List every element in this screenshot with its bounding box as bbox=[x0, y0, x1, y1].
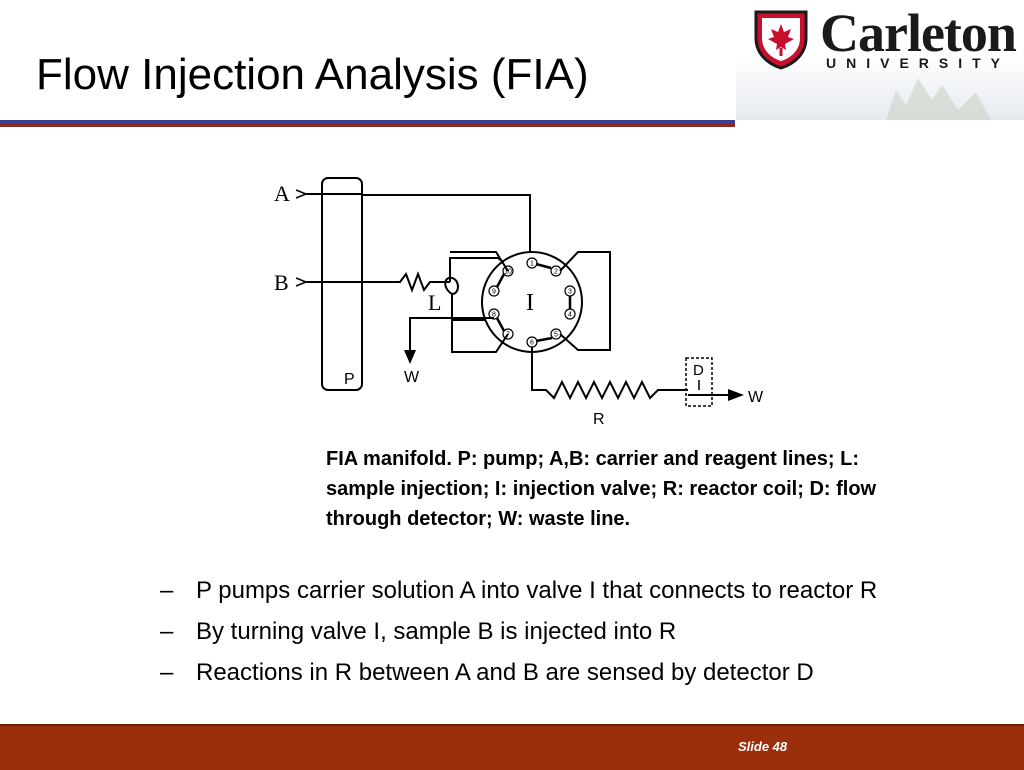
slide-number: Slide 48 bbox=[738, 739, 788, 754]
port-num-2: 2 bbox=[554, 269, 558, 276]
slide-title: Flow Injection Analysis (FIA) bbox=[36, 50, 589, 99]
tree-silhouette bbox=[886, 78, 991, 120]
bullet-item: –P pumps carrier solution A into valve I… bbox=[160, 574, 877, 615]
valve-bypass-right bbox=[559, 251, 611, 351]
valve-bypass-left bbox=[450, 251, 509, 272]
waste-right-label: W bbox=[748, 389, 764, 406]
line-a-to-valve bbox=[362, 194, 531, 255]
fia-manifold-diagram: P A B L I 1 2 3 4 5 6 7 8 9 10 bbox=[274, 177, 764, 428]
diagram-caption: FIA manifold. P: pump; A,B: carrier and … bbox=[326, 448, 877, 530]
shield-icon bbox=[754, 10, 808, 70]
title-divider bbox=[0, 120, 735, 128]
loop-label: L bbox=[428, 290, 441, 315]
waste-left-label: W bbox=[404, 369, 420, 386]
port-num-1: 1 bbox=[530, 261, 534, 268]
line-b-inlet bbox=[295, 277, 309, 287]
loop-coil bbox=[444, 276, 459, 295]
bullet-list: –P pumps carrier solution A into valve I… bbox=[160, 574, 877, 697]
bullet-text: By turning valve I, sample B is injected… bbox=[196, 618, 677, 645]
line-a-label: A bbox=[274, 181, 290, 206]
line-b-label: B bbox=[274, 270, 289, 295]
bullet-text: P pumps carrier solution A into valve I … bbox=[196, 577, 878, 604]
bullet-dash: – bbox=[160, 577, 174, 604]
pump-label: P bbox=[344, 371, 355, 388]
reactor-coil bbox=[531, 347, 688, 401]
title-divider-blue bbox=[0, 120, 735, 124]
waste-right-arrow-icon bbox=[728, 389, 744, 401]
logo-wordmark: Carleton bbox=[820, 3, 1017, 63]
valve-port-9 bbox=[488, 285, 500, 297]
bullet-item: –Reactions in R between A and B are sens… bbox=[160, 656, 877, 697]
port-num-8: 8 bbox=[492, 312, 496, 319]
waste-left-arrow-icon bbox=[404, 350, 416, 364]
valve-label: I bbox=[526, 290, 534, 316]
bullet-dash: – bbox=[160, 618, 174, 645]
port-num-6: 6 bbox=[530, 340, 534, 347]
pump-body bbox=[321, 177, 363, 391]
valve-bypass-left-lower bbox=[451, 320, 509, 353]
bullet-item: –By turning valve I, sample B is injecte… bbox=[160, 615, 877, 656]
line-b-to-loop bbox=[362, 271, 450, 293]
port-num-5: 5 bbox=[554, 332, 558, 339]
port-num-4: 4 bbox=[568, 312, 572, 319]
port-num-10: 10 bbox=[504, 269, 512, 276]
port-num-3: 3 bbox=[568, 289, 572, 296]
detector-box bbox=[685, 357, 713, 407]
bullet-text: Reactions in R between A and B are sense… bbox=[196, 659, 814, 686]
footer-bar: Slide 48 bbox=[0, 724, 1024, 770]
bullet-dash: – bbox=[160, 659, 174, 686]
carleton-logo: Carleton UNIVERSITY bbox=[736, 0, 1024, 120]
logo-subtitle: UNIVERSITY bbox=[826, 55, 1011, 71]
detector-label: D bbox=[693, 362, 704, 379]
waste-left-line bbox=[409, 317, 494, 352]
line-a-inlet bbox=[295, 189, 309, 199]
port-num-9: 9 bbox=[492, 289, 496, 296]
title-divider-red bbox=[0, 124, 735, 127]
reactor-label: R bbox=[593, 411, 605, 428]
